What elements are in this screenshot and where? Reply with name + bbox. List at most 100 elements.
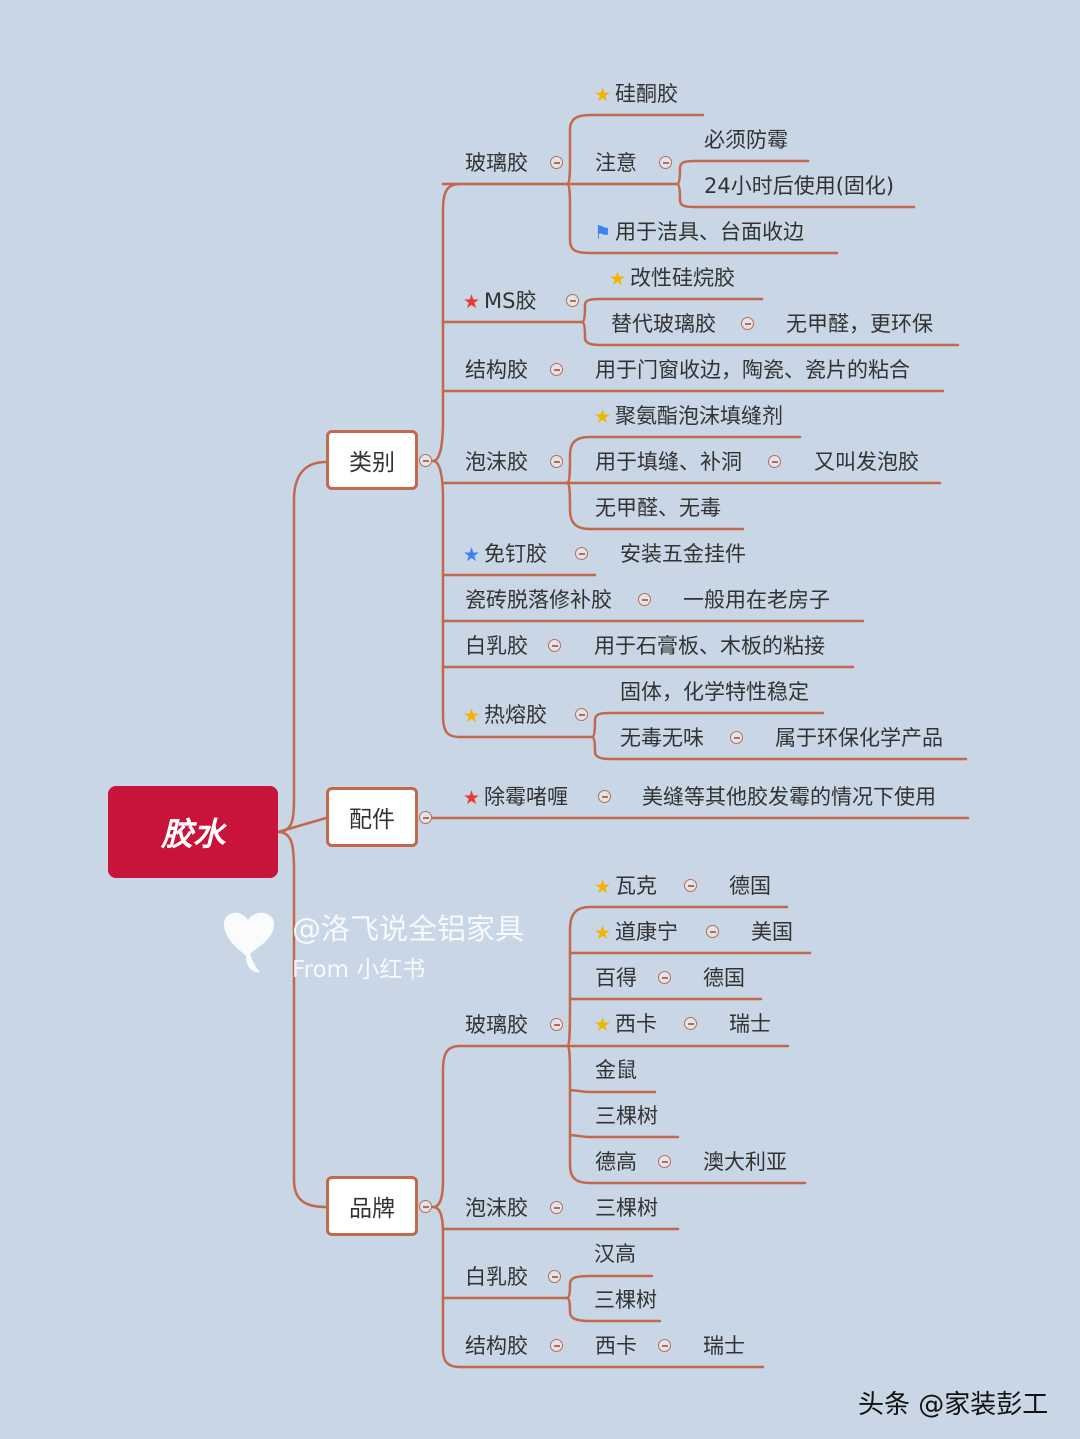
node-cizhuan[interactable]: 瓷砖脱落修补胶 [465, 588, 612, 612]
node-24h[interactable]: 24小时后使用(固化) [704, 174, 895, 198]
node-label: 西卡 [615, 1012, 658, 1036]
node-wuduwuwei[interactable]: 无毒无味 [620, 726, 704, 750]
node-daokangning[interactable]: ★道康宁 [594, 920, 678, 945]
node-label: 道康宁 [615, 920, 679, 944]
node-jinshu[interactable]: 金鼠 [595, 1058, 637, 1082]
collapse-icon[interactable] [550, 1339, 563, 1352]
watermark-line2: From 小红书 [292, 957, 426, 983]
node-baide[interactable]: 百得 [595, 966, 637, 990]
collapse-icon[interactable] [684, 1017, 697, 1030]
node-xika2[interactable]: 西卡 [595, 1334, 637, 1358]
node-guti[interactable]: 固体，化学特性稳定 [620, 680, 809, 704]
collapse-icon[interactable] [550, 156, 563, 169]
node-rerongjiao[interactable]: ★热熔胶 [463, 703, 547, 728]
node-meiguo[interactable]: 美国 [751, 920, 793, 944]
collapse-icon[interactable] [598, 790, 611, 803]
category-pinpai[interactable]: 品牌 [326, 1176, 418, 1236]
node-laofangzi[interactable]: 一般用在老房子 [683, 588, 830, 612]
node-shigao[interactable]: 用于石膏板、木板的粘接 [594, 634, 825, 658]
star-icon: ★ [463, 544, 481, 566]
collapse-icon[interactable] [658, 971, 671, 984]
collapse-icon[interactable] [419, 1200, 432, 1213]
node-brand-paomojiao[interactable]: 泡沫胶 [465, 1196, 528, 1220]
node-anzhuang[interactable]: 安装五金挂件 [620, 542, 746, 566]
flag-icon: ⚑ [594, 222, 612, 244]
node-label: MS胶 [484, 289, 537, 313]
node-wujiaquan[interactable]: 无甲醛，更环保 [786, 312, 933, 336]
node-brand-jiegoujiao[interactable]: 结构胶 [465, 1334, 528, 1358]
node-meifeng[interactable]: 美缝等其他胶发霉的情况下使用 [642, 785, 936, 809]
node-juanzhi[interactable]: ★聚氨酯泡沫填缝剂 [594, 404, 783, 429]
collapse-icon[interactable] [658, 1339, 671, 1352]
collapse-icon[interactable] [548, 639, 561, 652]
node-guitongjiao[interactable]: ★硅酮胶 [594, 82, 678, 107]
collapse-icon[interactable] [550, 363, 563, 376]
node-tianfeng[interactable]: 用于填缝、补洞 [595, 450, 742, 474]
node-label: 瓦克 [615, 874, 658, 898]
node-brand-bairujiao[interactable]: 白乳胶 [465, 1265, 528, 1289]
collapse-icon[interactable] [659, 156, 672, 169]
node-sankeshu3[interactable]: 三棵树 [594, 1288, 657, 1312]
node-bixufangmei[interactable]: 必须防霉 [704, 128, 788, 152]
star-icon: ★ [463, 787, 481, 809]
collapse-icon[interactable] [550, 1018, 563, 1031]
node-gaixing[interactable]: ★改性硅烷胶 [609, 266, 735, 291]
star-icon: ★ [463, 705, 481, 727]
node-label: 硅酮胶 [615, 82, 679, 106]
node-ruishi2[interactable]: 瑞士 [703, 1334, 745, 1358]
collapse-icon[interactable] [638, 593, 651, 606]
collapse-icon[interactable] [768, 455, 781, 468]
node-yongyujieju[interactable]: ⚑用于洁具、台面收边 [594, 220, 804, 245]
root-node[interactable]: 胶水 [108, 786, 278, 878]
node-huanbao[interactable]: 属于环保化学产品 [775, 726, 943, 750]
node-aodaliya[interactable]: 澳大利亚 [703, 1150, 787, 1174]
node-brand-bolijiao[interactable]: 玻璃胶 [465, 1013, 528, 1037]
node-bairujiao[interactable]: 白乳胶 [465, 634, 528, 658]
node-bolijiao[interactable]: 玻璃胶 [465, 151, 528, 175]
collapse-icon[interactable] [658, 1155, 671, 1168]
node-hangao[interactable]: 汉高 [594, 1242, 636, 1266]
node-chumei[interactable]: ★除霉啫喱 [463, 785, 568, 810]
node-miandingjiao[interactable]: ★免钉胶 [463, 542, 547, 567]
heart-logo-icon [224, 912, 274, 973]
node-fapao[interactable]: 又叫发泡胶 [814, 450, 919, 474]
node-sankeshu1[interactable]: 三棵树 [595, 1104, 658, 1128]
collapse-icon[interactable] [550, 455, 563, 468]
node-xika[interactable]: ★西卡 [594, 1012, 657, 1037]
node-label: 聚氨酯泡沫填缝剂 [615, 404, 784, 428]
watermark-line1: @洛飞说全铝家具 [292, 912, 525, 946]
collapse-icon[interactable] [575, 547, 588, 560]
node-label: 热熔胶 [484, 703, 548, 727]
node-sankeshu2[interactable]: 三棵树 [595, 1196, 658, 1220]
collapse-icon[interactable] [550, 1201, 563, 1214]
collapse-icon[interactable] [741, 317, 754, 330]
node-label: 除霉啫喱 [484, 785, 569, 809]
collapse-icon[interactable] [684, 879, 697, 892]
node-jiegoujiao[interactable]: 结构胶 [465, 358, 528, 382]
star-icon: ★ [594, 84, 612, 106]
node-menchuang[interactable]: 用于门窗收边，陶瓷、瓷片的粘合 [595, 358, 910, 382]
node-ruishi1[interactable]: 瑞士 [729, 1012, 771, 1036]
collapse-icon[interactable] [548, 1270, 561, 1283]
collapse-icon[interactable] [566, 294, 579, 307]
node-degao[interactable]: 德高 [595, 1150, 637, 1174]
category-peijian[interactable]: 配件 [326, 787, 418, 847]
collapse-icon[interactable] [706, 925, 719, 938]
collapse-icon[interactable] [730, 731, 743, 744]
node-label: 改性硅烷胶 [630, 266, 736, 290]
node-zhuyi[interactable]: 注意 [595, 151, 637, 175]
collapse-icon[interactable] [419, 811, 432, 824]
node-wuduwujia[interactable]: 无甲醛、无毒 [595, 496, 721, 520]
collapse-icon[interactable] [419, 454, 432, 467]
node-wake[interactable]: ★瓦克 [594, 874, 657, 899]
node-msjiao[interactable]: ★MS胶 [463, 289, 537, 314]
node-deguo2[interactable]: 德国 [703, 966, 745, 990]
category-leibie[interactable]: 类别 [326, 430, 418, 490]
node-tidai[interactable]: 替代玻璃胶 [611, 312, 716, 336]
star-icon: ★ [594, 876, 612, 898]
collapse-icon[interactable] [575, 708, 588, 721]
node-paomojiao[interactable]: 泡沫胶 [465, 450, 528, 474]
star-icon: ★ [463, 291, 481, 313]
node-deguo1[interactable]: 德国 [729, 874, 771, 898]
